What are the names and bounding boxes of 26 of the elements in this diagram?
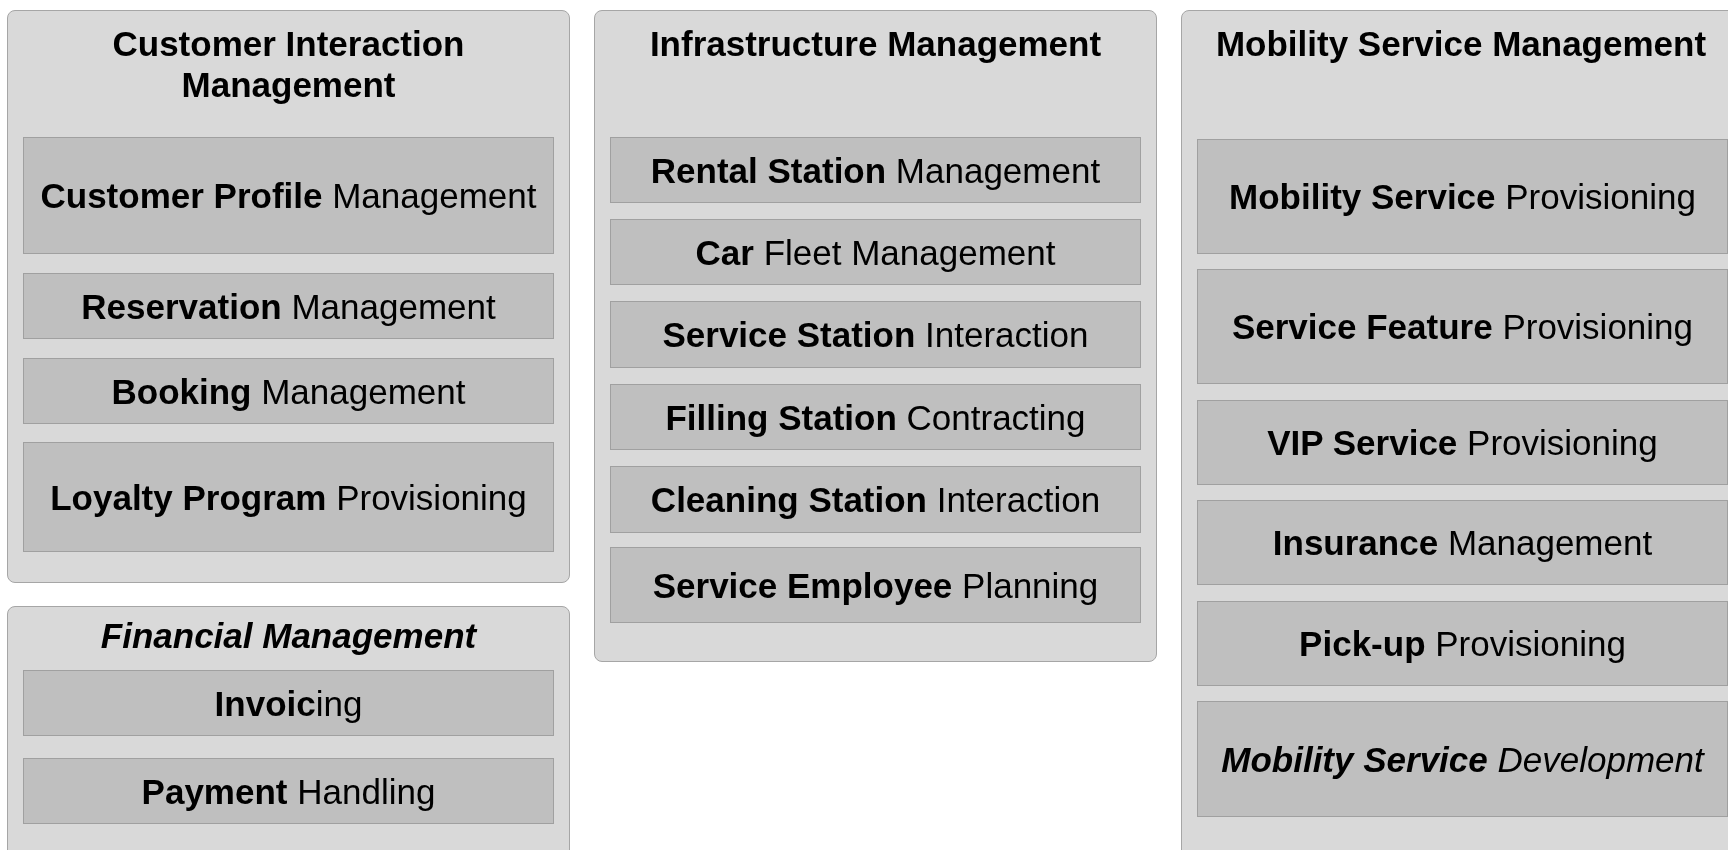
capability-box: Service Station Interaction	[610, 301, 1141, 368]
capability-box: Customer Profile Management	[23, 137, 554, 254]
capability-group	[7, 606, 570, 850]
group-title: Mobility Service Management	[1214, 23, 1708, 64]
group-title: Customer Interaction Management	[111, 23, 466, 105]
capability-box: Payment Handling	[23, 758, 554, 824]
capability-box: VIP Service Provisioning	[1197, 400, 1728, 485]
group-title: Financial Management	[99, 615, 479, 656]
capability-box: Pick-up Provisioning	[1197, 601, 1728, 686]
capability-box: Rental Station Management	[610, 137, 1141, 203]
capability-box: Reservation Management	[23, 273, 554, 339]
capability-box: Car Fleet Management	[610, 219, 1141, 285]
group-title: Infrastructure Management	[648, 23, 1103, 64]
capability-box: Mobility Service Provisioning	[1197, 139, 1728, 254]
capability-box: Mobility Service Development	[1197, 701, 1728, 817]
capability-box: Booking Management	[23, 358, 554, 424]
capability-box: Invoicing	[23, 670, 554, 736]
capability-box: Cleaning Station Interaction	[610, 466, 1141, 533]
capability-box: Insurance Management	[1197, 500, 1728, 585]
capability-box: Service Feature Provisioning	[1197, 269, 1728, 384]
capability-group	[7, 10, 570, 583]
capability-group	[594, 10, 1157, 662]
capability-box: Loyalty Program Provisioning	[23, 442, 554, 552]
capability-box: Filling Station Contracting	[610, 384, 1141, 450]
capability-group	[1181, 10, 1728, 850]
capability-box: Service Employee Planning	[610, 547, 1141, 623]
